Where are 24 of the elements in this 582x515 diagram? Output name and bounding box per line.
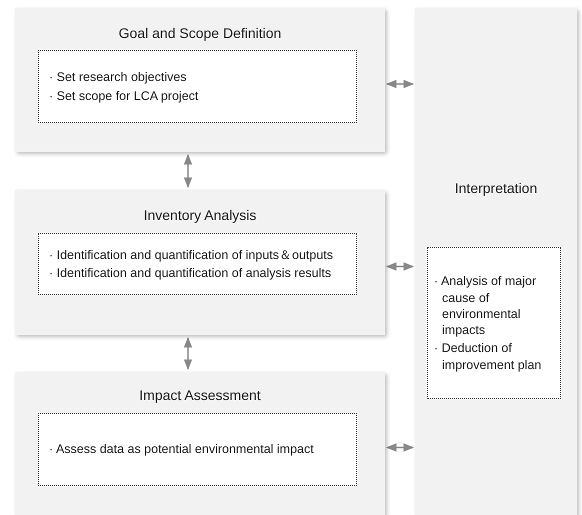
bullet-text: · Set scope for LCA project <box>49 88 200 104</box>
stage-box <box>15 8 385 152</box>
double-arrow <box>386 80 414 88</box>
stage-title: Inventory Analysis <box>142 207 258 223</box>
double-arrow <box>386 262 414 271</box>
detail-box <box>38 50 357 123</box>
stage-box <box>15 372 385 515</box>
bullet-text: · Identification and quantification of inputs＆outputs <box>49 246 334 263</box>
bullet-text: · Analysis of major cause of environmental impacts <box>434 273 538 338</box>
detail-box <box>427 247 561 399</box>
double-arrow <box>386 443 414 452</box>
stage-box <box>415 8 577 515</box>
bullet-text: · Assess data as potential environmental impact <box>49 441 315 458</box>
stage-title: Goal and Scope Definition <box>118 25 282 41</box>
stage-title: Impact Assessment <box>138 387 262 403</box>
detail-box <box>38 233 357 295</box>
stage-title: Interpretation <box>454 180 538 196</box>
stage-box <box>15 190 385 335</box>
detail-box <box>38 413 357 486</box>
double-arrow <box>184 154 192 188</box>
bullet-text: · Set research objectives <box>49 69 188 86</box>
bullet-text: · Identification and quantification of analysis results <box>49 265 332 282</box>
double-arrow <box>184 336 192 370</box>
bullet-text: · Deduction of improvement plan <box>434 340 542 373</box>
